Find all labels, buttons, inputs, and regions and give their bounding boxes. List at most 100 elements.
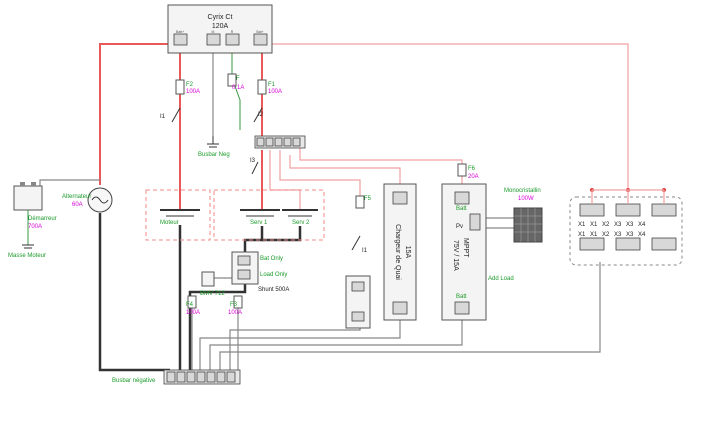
svg-text:100A: 100A: [268, 89, 282, 95]
svg-text:I3: I3: [250, 158, 256, 164]
battery-serv2: Serv 2: [282, 209, 318, 226]
solar-panel: Monocristallin 100W: [504, 188, 543, 243]
svg-text:100A: 100A: [228, 310, 242, 316]
charger-label: Chargeur de Quai: [394, 224, 401, 280]
svg-text:I1: I1: [362, 248, 368, 254]
shunt-bat-only: Bat Only: [260, 256, 283, 262]
svg-text:Démarreur: Démarreur: [28, 216, 57, 222]
shunt-label: Shunt 500A: [258, 287, 289, 293]
wire-bus-charger: [289, 155, 401, 192]
svg-text:100A: 100A: [186, 89, 200, 95]
mppt-load: Add Load: [488, 276, 514, 282]
fuse-f5: F5: [355, 195, 372, 209]
svg-text:X3: X3: [614, 222, 622, 228]
cyrix-pin-2: M: [212, 30, 215, 34]
svg-text:100W: 100W: [518, 196, 534, 202]
busbar-negative: Busbar négative: [112, 369, 241, 385]
svg-text:Monocristallin: Monocristallin: [504, 188, 541, 194]
svg-text:F: F: [236, 76, 240, 82]
wire-serv2-negative: [262, 226, 302, 242]
svg-text:F5: F5: [364, 196, 372, 202]
svg-text:X2: X2: [602, 232, 610, 238]
busbar-neg-top: Busbar Neg: [198, 136, 230, 158]
wire-serv-negative: [243, 226, 264, 258]
shunt: Bat Only Load Only Shunt 500A: [231, 251, 289, 293]
svg-text:Busbar Neg: Busbar Neg: [198, 152, 230, 158]
svg-text:700A: 700A: [28, 224, 42, 230]
cyrix-pin-1: Batt+: [176, 30, 184, 34]
fuse-f3: F3 100A: [228, 295, 243, 316]
fuse-f4: F4 100A: [186, 295, 200, 316]
battery-moteur: Moteur: [160, 209, 200, 226]
svg-text:X4: X4: [638, 222, 646, 228]
mppt-title: MPPT: [462, 238, 469, 258]
engine-ground: Masse Moteur: [8, 210, 46, 259]
svg-text:X3: X3: [626, 232, 634, 238]
bmv-monitor: BMV 712: [200, 271, 225, 297]
svg-text:Serv 2: Serv 2: [292, 220, 310, 226]
cyrix-pin-3: R: [231, 30, 234, 34]
svg-text:X1: X1: [578, 232, 586, 238]
fuse-f6: F6 20A: [457, 163, 479, 180]
svg-text:F2: F2: [186, 82, 194, 88]
svg-text:X4: X4: [638, 232, 646, 238]
wire-shunt-negative: [188, 280, 247, 372]
fuse-f1: F1 100A: [257, 79, 282, 95]
svg-text:Serv 1: Serv 1: [250, 220, 268, 226]
svg-text:X1: X1: [578, 222, 586, 228]
svg-text:F3: F3: [230, 302, 238, 308]
wire-alternator-negative: [98, 213, 170, 372]
shunt-load-only: Load Only: [260, 272, 287, 278]
wire-gray-3: [219, 262, 601, 372]
svg-text:100A: 100A: [186, 310, 200, 316]
charger-rating: 15A: [404, 246, 411, 259]
svg-text:I2: I2: [258, 112, 264, 118]
switch-i1: I1: [160, 107, 181, 123]
wire-bus-f5: [279, 150, 361, 196]
fuse-f2: F2 100A: [175, 79, 200, 95]
svg-text:0.1A: 0.1A: [232, 85, 244, 91]
svg-text:Pv: Pv: [456, 224, 463, 230]
svg-text:20A: 20A: [468, 174, 479, 180]
wire-alternator-positive: [99, 43, 180, 185]
svg-text:I1: I1: [160, 114, 166, 120]
wire-alternator-starter: [39, 179, 100, 186]
svg-text:Moteur: Moteur: [160, 220, 179, 226]
svg-text:Batt: Batt: [456, 206, 467, 212]
mppt-controller: Batt Batt Pv MPPT 75V / 15A Add Load: [441, 183, 514, 321]
busbar-negative-label: Busbar négative: [112, 378, 156, 384]
cyrix-title: Cyrix Ct: [208, 14, 233, 21]
svg-text:BMV 712: BMV 712: [200, 291, 225, 297]
fuse-f: F 0.1A: [227, 73, 244, 91]
shore-charger: Chargeur de Quai 15A: [383, 183, 417, 321]
svg-text:60A: 60A: [72, 202, 83, 208]
svg-text:F1: F1: [268, 82, 276, 88]
battery-serv1: Serv 1: [240, 209, 280, 226]
mppt-rating: 75V / 15A: [452, 240, 459, 271]
switch-i3: I3: [250, 158, 259, 175]
svg-text:F6: F6: [468, 166, 476, 172]
wire-gray-1: [199, 320, 401, 372]
switch-i4: I1: [351, 235, 368, 254]
cyrix-rating: 120A: [212, 23, 229, 30]
svg-text:X1: X1: [590, 232, 598, 238]
svg-text:X1: X1: [590, 222, 598, 228]
cyrix-relay: Cyrix Ct 120A Batt+ M R Bat+: [167, 4, 273, 54]
wire-gray-2: [209, 320, 463, 372]
svg-text:Alternateur: Alternateur: [62, 194, 91, 200]
svg-text:Masse Moteur: Masse Moteur: [8, 253, 46, 259]
alternator: Alternateur 60A: [62, 187, 113, 213]
distribution-block: X1 X1 X2 X3 X3 X4 X1 X1 X2 X3 X3 X4: [578, 188, 677, 251]
load-box: [345, 275, 371, 329]
cyrix-pin-4: Bat+: [256, 30, 263, 34]
switch-i2: I2: [253, 107, 264, 123]
svg-text:X2: X2: [602, 222, 610, 228]
wire-gray-4: [229, 320, 361, 372]
wire-cyrix-control: [231, 44, 241, 130]
svg-text:X3: X3: [614, 232, 622, 238]
svg-text:X3: X3: [626, 222, 634, 228]
positive-busbar: [254, 135, 306, 149]
wire-bus-mppt: [299, 148, 463, 192]
wire-distribution-positive: [262, 43, 629, 188]
